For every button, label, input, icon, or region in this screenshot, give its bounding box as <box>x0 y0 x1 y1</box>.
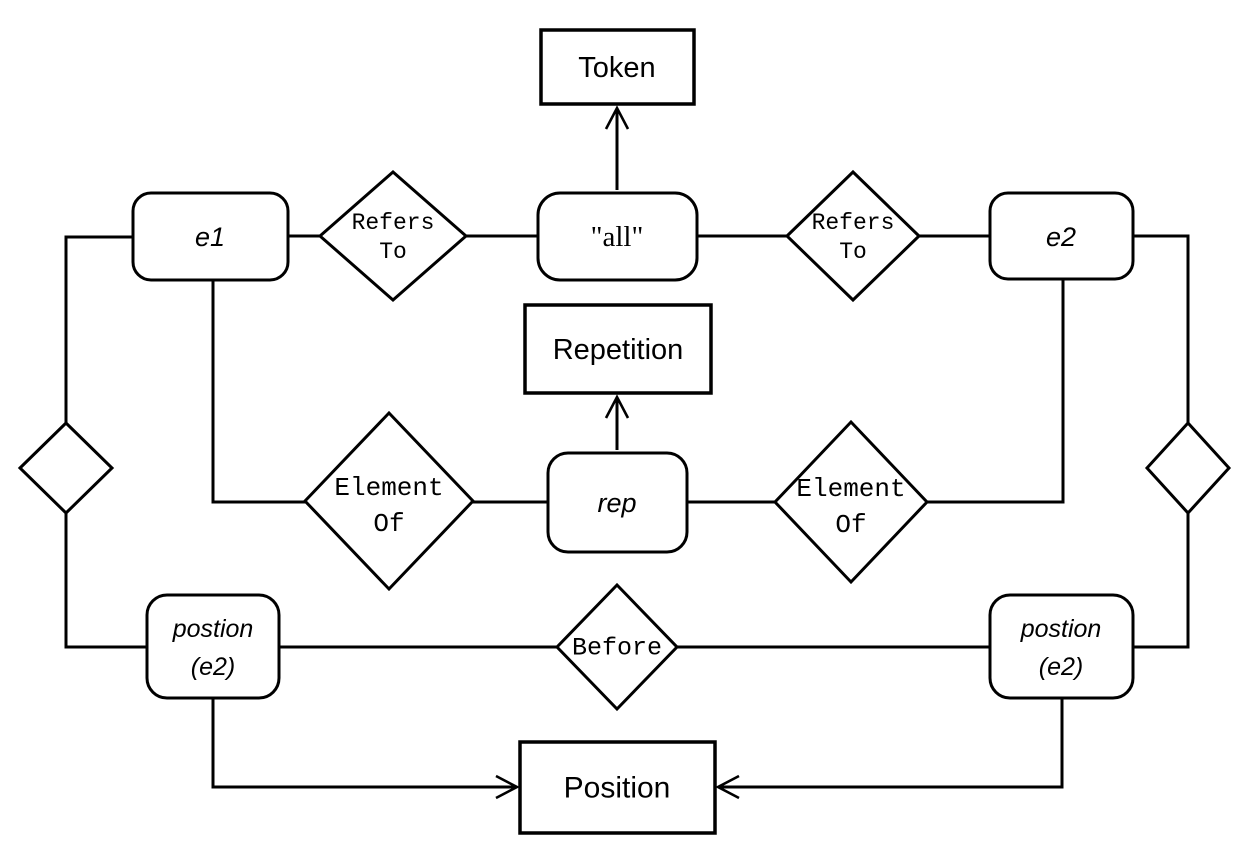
rep-box <box>546 451 689 554</box>
relation-before: Before <box>554 582 680 712</box>
postion-e2-right-label-line1: postion <box>1020 615 1102 643</box>
node-e2: e2 <box>988 191 1135 281</box>
e2-label: e2 <box>1046 222 1076 252</box>
node-postion-e2-right: postion (e2) <box>988 593 1135 700</box>
arrow-postionright-to-position <box>715 698 1064 800</box>
node-all: "all" <box>536 191 699 282</box>
postion-e2-right-box <box>988 593 1135 700</box>
refers-to-right-label-line1: Refers <box>812 210 895 236</box>
e1-label: e1 <box>195 222 225 252</box>
repetition-label: Repetition <box>553 334 684 366</box>
node-e1: e1 <box>131 191 290 282</box>
postion-e2-left-box <box>145 593 281 700</box>
node-postion-e2-left: postion (e2) <box>145 593 281 700</box>
token-label: Token <box>578 52 655 84</box>
node-position: Position <box>518 740 717 835</box>
element-of-right-diamond <box>772 419 930 585</box>
relation-refers-to-right: Refers To <box>784 169 922 303</box>
anonymous-left-diamond <box>17 420 115 516</box>
relation-element-of-left: Element Of <box>302 410 476 592</box>
position-label: Position <box>564 772 671 805</box>
element-of-right-label-line1: Element <box>796 474 905 504</box>
element-of-right-label-line2: Of <box>835 510 866 540</box>
relation-anonymous-left <box>17 420 115 516</box>
refers-to-right-diamond <box>784 169 922 303</box>
refers-to-right-label-line2: To <box>839 239 867 265</box>
all-label: "all" <box>591 221 644 253</box>
all-box <box>536 191 699 282</box>
node-rep: rep <box>546 451 689 554</box>
relation-element-of-right: Element Of <box>772 419 930 585</box>
element-of-left-label-line1: Element <box>334 473 443 503</box>
before-label: Before <box>572 634 662 663</box>
postion-e2-right-label-line2: (e2) <box>1039 653 1083 681</box>
postion-e2-left-label-line2: (e2) <box>191 653 235 681</box>
relation-refers-to-left: Refers To <box>317 170 469 302</box>
node-repetition: Repetition <box>523 303 713 395</box>
postion-e2-left-label-line1: postion <box>172 615 254 643</box>
node-token: Token <box>539 28 696 106</box>
arrow-postionleft-to-position <box>211 698 520 800</box>
repetition-box <box>523 303 713 395</box>
rep-label: rep <box>597 488 636 518</box>
relation-anonymous-right <box>1144 420 1232 516</box>
token-box <box>539 28 696 106</box>
refers-to-left-diamond <box>317 170 469 302</box>
e1-box <box>131 191 290 282</box>
anonymous-right-diamond <box>1144 420 1232 516</box>
before-diamond <box>554 582 680 712</box>
refers-to-left-label-line1: Refers <box>352 210 435 236</box>
e2-box <box>988 191 1135 281</box>
element-of-left-label-line2: Of <box>373 509 404 539</box>
element-of-left-diamond <box>302 410 476 592</box>
refers-to-left-label-line2: To <box>379 239 407 265</box>
position-box <box>518 740 717 835</box>
